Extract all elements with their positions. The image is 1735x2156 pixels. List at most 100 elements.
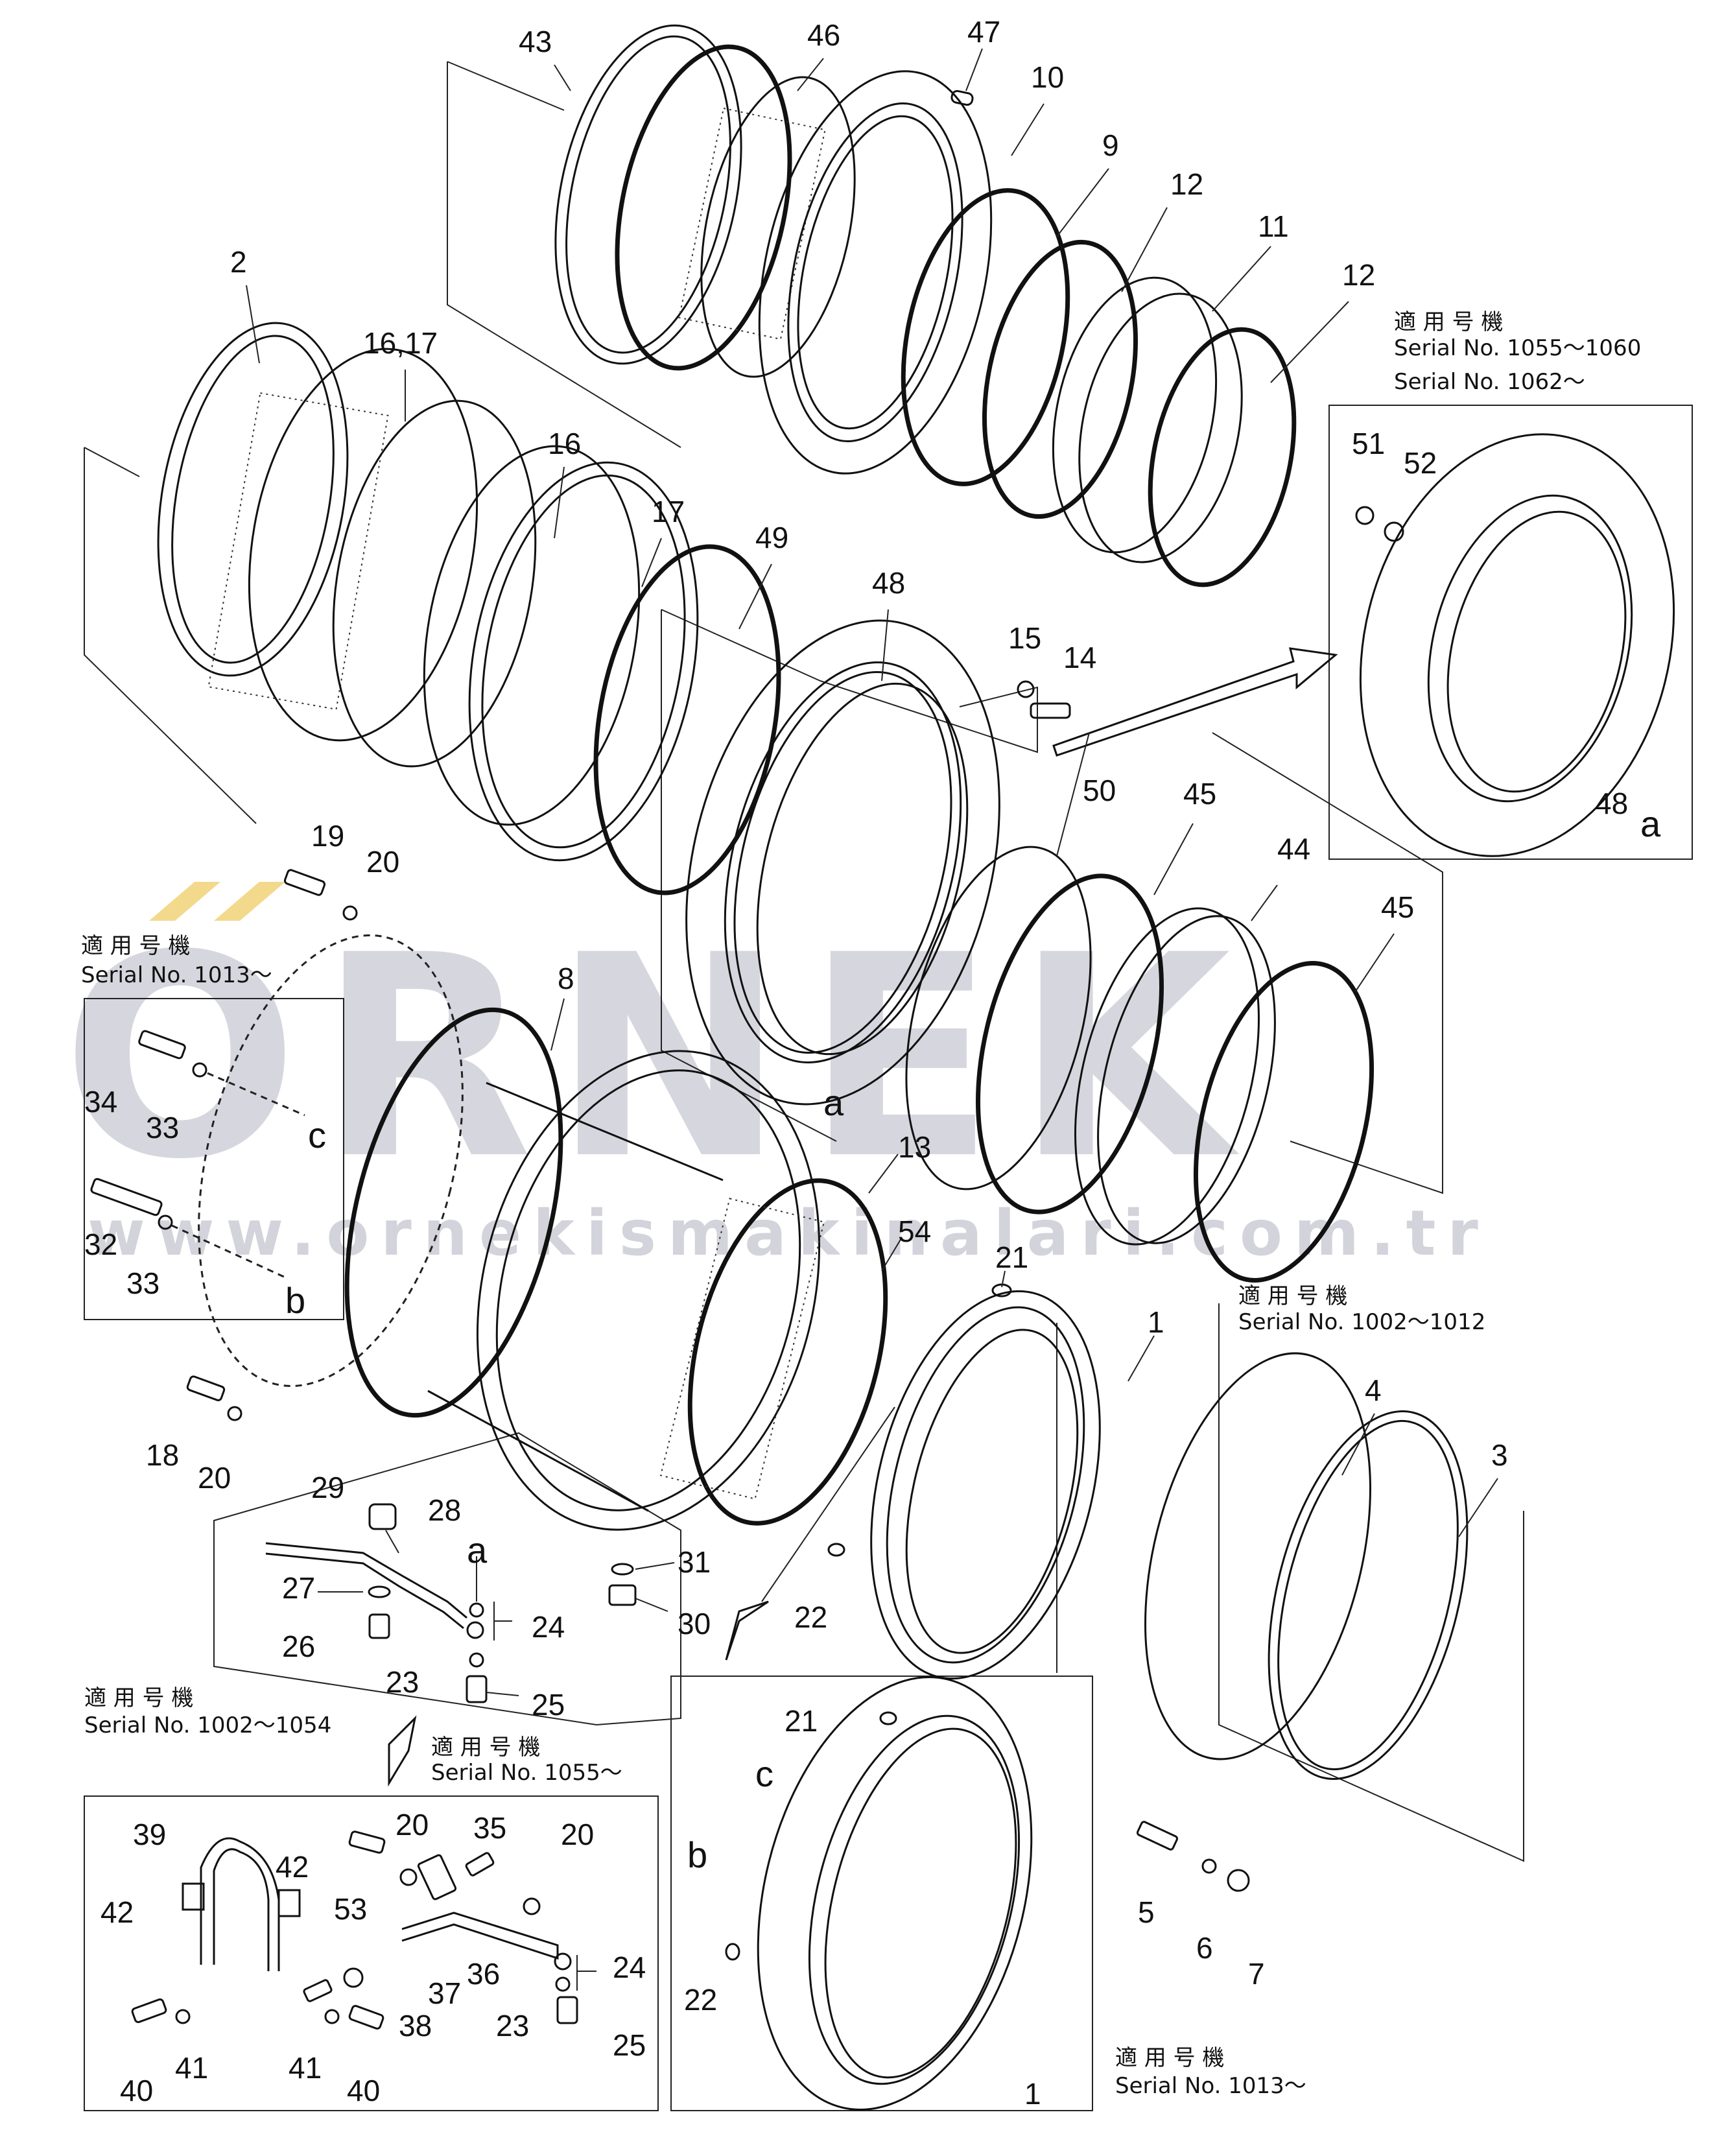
serial-note-label: 適 用 号 機 bbox=[431, 1735, 540, 1760]
callout-52: 52 bbox=[1404, 446, 1437, 480]
callout-45-a: 45 bbox=[1183, 777, 1216, 811]
callout-24-b: 24 bbox=[613, 1950, 646, 1984]
callout-45-b: 45 bbox=[1381, 890, 1414, 924]
leader-lines bbox=[246, 48, 1498, 1991]
serial-note-label: 適 用 号 機 bbox=[1115, 2045, 1224, 2071]
callout-15: 15 bbox=[1008, 621, 1041, 655]
callout-37: 37 bbox=[428, 1976, 461, 2010]
callout-49: 49 bbox=[755, 521, 788, 554]
callout-22-b: 22 bbox=[684, 1983, 717, 2017]
callout-6: 6 bbox=[1196, 1931, 1213, 1965]
group-frames bbox=[84, 61, 1693, 2111]
callout-28: 28 bbox=[428, 1493, 461, 1527]
reference-letters: a a a c b c b bbox=[285, 803, 1661, 1875]
serial-note-label: 適 用 号 機 bbox=[84, 1685, 193, 1711]
serial-note-label: 適 用 号 機 bbox=[1238, 1283, 1347, 1309]
callout-25-a: 25 bbox=[532, 1688, 565, 1722]
serial-note-label: 適 用 号 機 bbox=[81, 933, 190, 959]
callout-22-a: 22 bbox=[794, 1600, 827, 1634]
rings-1-3-4 bbox=[725, 1283, 1469, 1892]
callout-26: 26 bbox=[282, 1629, 315, 1663]
callout-8: 8 bbox=[558, 962, 574, 995]
callout-21-b: 21 bbox=[785, 1704, 818, 1738]
inset-1013-bolts bbox=[90, 869, 358, 1421]
callout-35: 35 bbox=[473, 1811, 506, 1845]
watermark-url: www.ornekismakinalari.com.tr bbox=[88, 1197, 1490, 1270]
callout-19: 19 bbox=[311, 819, 344, 853]
callout-16-17: 16,17 bbox=[363, 326, 438, 360]
ref-letter-c-left: c bbox=[308, 1115, 326, 1155]
callout-33-b: 33 bbox=[126, 1266, 159, 1300]
watermark: ORNEK www.ornekismakinalari.com.tr bbox=[62, 882, 1490, 1270]
callout-11: 11 bbox=[1258, 209, 1289, 243]
callout-12-a: 12 bbox=[1170, 167, 1203, 201]
callout-51: 51 bbox=[1352, 427, 1385, 460]
serial-note-line: Serial No. 1062～ bbox=[1394, 369, 1585, 395]
callout-12-b: 12 bbox=[1342, 258, 1375, 292]
callout-2: 2 bbox=[230, 245, 247, 279]
watermark-brand: ORNEK bbox=[62, 896, 1250, 1220]
callout-43: 43 bbox=[519, 25, 552, 58]
callout-42-b: 42 bbox=[276, 1850, 309, 1884]
callout-18: 18 bbox=[146, 1438, 179, 1472]
callout-34: 34 bbox=[84, 1085, 117, 1119]
callout-23-a: 23 bbox=[386, 1665, 419, 1699]
callout-7: 7 bbox=[1248, 1957, 1265, 1991]
ref-letter-b-left: b bbox=[285, 1280, 305, 1321]
callout-labels: 43 46 47 10 9 12 11 12 2 16,17 16 17 49 … bbox=[84, 15, 1628, 2111]
callout-48-a: 48 bbox=[872, 566, 905, 600]
watermark-chevron-icon bbox=[149, 882, 220, 921]
callout-36: 36 bbox=[467, 1957, 500, 1991]
callout-33-a: 33 bbox=[146, 1111, 179, 1144]
callout-41-a: 41 bbox=[175, 2051, 208, 2085]
callout-54: 54 bbox=[898, 1214, 931, 1248]
ref-letter-a-right: a bbox=[1640, 803, 1661, 844]
callout-20-a: 20 bbox=[366, 845, 399, 879]
piping-lower bbox=[131, 1830, 578, 2030]
serial-note: 適 用 号 機 Serial No. 1055～1060 Serial No. … bbox=[1394, 309, 1641, 395]
main-drum bbox=[198, 934, 888, 1531]
callout-16: 16 bbox=[548, 427, 581, 460]
callout-50: 50 bbox=[1083, 774, 1116, 807]
callout-47: 47 bbox=[967, 15, 1000, 49]
callout-39: 39 bbox=[133, 1818, 166, 1851]
callout-23-b: 23 bbox=[496, 2009, 529, 2043]
serial-note-line: Serial No. 1002～1012 bbox=[1238, 1309, 1485, 1335]
callout-5: 5 bbox=[1138, 1895, 1155, 1929]
callout-46: 46 bbox=[807, 18, 840, 52]
callout-1-b: 1 bbox=[1024, 2077, 1041, 2111]
callout-10: 10 bbox=[1031, 60, 1064, 94]
callout-44: 44 bbox=[1277, 832, 1310, 866]
ref-letter-a-top: a bbox=[467, 1530, 488, 1570]
callout-17: 17 bbox=[652, 495, 685, 528]
serial-note: 適 用 号 機 Serial No. 1002～1012 bbox=[1238, 1283, 1485, 1335]
top-drum-assembly bbox=[554, 24, 1297, 587]
serial-note-line: Serial No. 1013～ bbox=[1115, 2073, 1306, 2099]
rings-50-45-44 bbox=[905, 846, 1375, 1283]
callout-20-c: 20 bbox=[395, 1808, 429, 1842]
callout-30: 30 bbox=[678, 1607, 711, 1641]
callout-40-a: 40 bbox=[120, 2074, 153, 2107]
ref-letter-c-bottom: c bbox=[755, 1753, 773, 1794]
callout-53: 53 bbox=[334, 1892, 367, 1926]
serial-notes: 適 用 号 機 Serial No. 1055～1060 Serial No. … bbox=[81, 309, 1641, 2099]
callout-24-a: 24 bbox=[532, 1610, 565, 1644]
callout-40-b: 40 bbox=[347, 2074, 380, 2107]
callout-1-a: 1 bbox=[1148, 1305, 1164, 1339]
ref-letter-b-bottom: b bbox=[687, 1834, 707, 1875]
ring-1-lower bbox=[725, 1676, 1033, 2111]
callout-4: 4 bbox=[1365, 1373, 1382, 1407]
piping-upper bbox=[265, 1503, 637, 1787]
watermark-chevron-icon bbox=[214, 882, 285, 921]
callout-27: 27 bbox=[282, 1571, 315, 1605]
ref-letter-a-center: a bbox=[823, 1082, 844, 1123]
callout-29: 29 bbox=[311, 1471, 344, 1504]
serial-note-line: Serial No. 1002～1054 bbox=[84, 1712, 331, 1738]
callout-42-a: 42 bbox=[100, 1895, 134, 1929]
serial-note: 適 用 号 機 Serial No. 1055～ bbox=[431, 1735, 622, 1786]
serial-note: 適 用 号 機 Serial No. 1013～ bbox=[81, 933, 272, 988]
callout-13: 13 bbox=[898, 1130, 931, 1164]
callout-14: 14 bbox=[1063, 641, 1096, 674]
callout-41-b: 41 bbox=[289, 2051, 322, 2085]
